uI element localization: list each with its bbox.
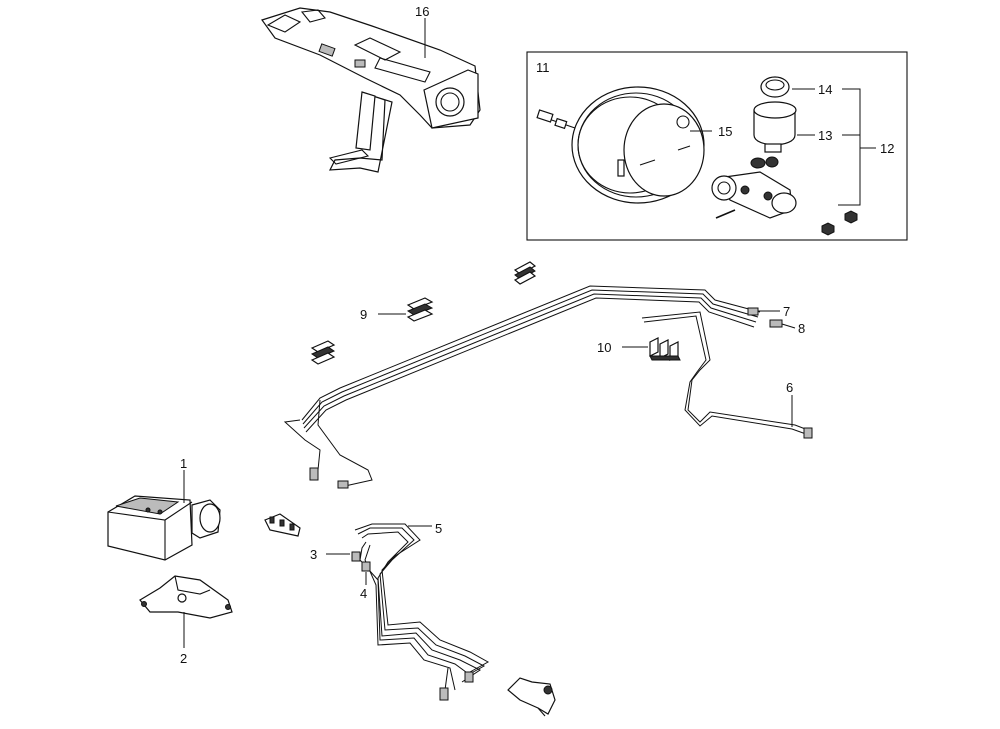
pedal-bracket-assembly: 16: [261, 4, 481, 173]
callout-5: 5: [435, 521, 442, 536]
line-bracket-lower: [507, 677, 556, 717]
booster-inset-box: 11 15 14 13 12: [526, 51, 908, 241]
clip-9-middle: [406, 297, 434, 322]
callout-14: 14: [818, 82, 832, 97]
callout-7: 7: [783, 304, 790, 319]
callout-2: 2: [180, 651, 187, 666]
callout-12: 12: [880, 141, 894, 156]
callout-13: 13: [818, 128, 832, 143]
callout-9: 9: [360, 307, 367, 322]
callout-16: 16: [415, 4, 429, 19]
callout-1: 1: [180, 456, 187, 471]
callout-11: 11: [536, 60, 550, 75]
brake-line-assembly: 7 8 6 9 10: [283, 261, 813, 489]
clip-9-left: [310, 340, 336, 365]
callout-15: 15: [718, 124, 732, 139]
line-clip-lower: [264, 513, 301, 537]
clip-9-top: [513, 261, 537, 285]
callout-4: 4: [360, 586, 367, 601]
clip-10: [649, 337, 681, 361]
callout-10: 10: [597, 340, 611, 355]
callout-6: 6: [786, 380, 793, 395]
callout-3: 3: [310, 547, 317, 562]
lower-brake-lines: 3 4 5: [264, 513, 556, 717]
callout-8: 8: [798, 321, 805, 336]
abs-unit-assembly: 1 2: [107, 456, 233, 666]
